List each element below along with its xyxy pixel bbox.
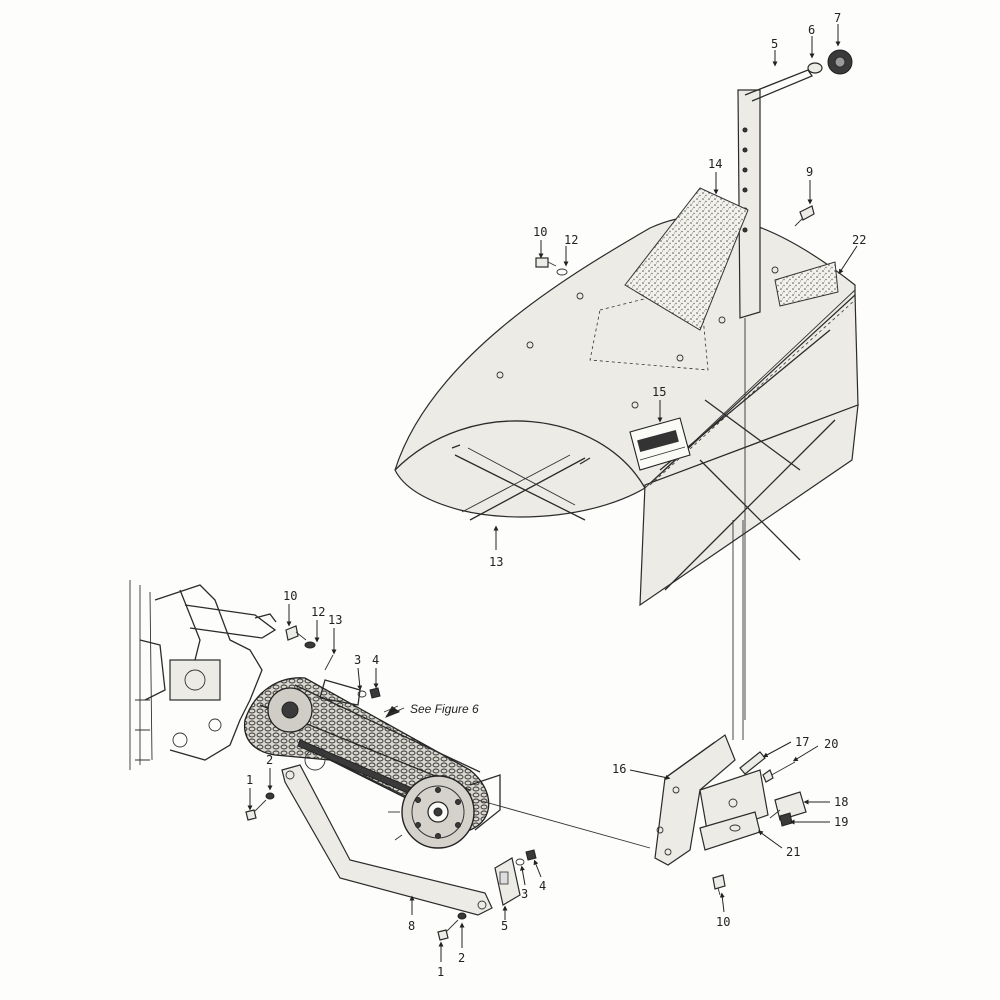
callout-10-bracket: 10 xyxy=(716,915,730,929)
see-figure-arrow xyxy=(383,705,405,718)
callout-5-top: 5 xyxy=(771,37,778,51)
callout-15: 15 xyxy=(652,385,666,399)
decal-label xyxy=(629,417,691,471)
callout-21: 21 xyxy=(786,845,800,859)
callout-13-case: 13 xyxy=(328,613,342,627)
lockwasher-left xyxy=(265,792,275,800)
tine-hub xyxy=(388,774,501,849)
rear-flap xyxy=(639,289,859,607)
decal-small xyxy=(774,261,839,307)
callout-20: 20 xyxy=(824,737,838,751)
callout-arrows xyxy=(247,24,858,962)
callout-22: 22 xyxy=(852,233,866,247)
callout-3-case: 3 xyxy=(354,653,361,667)
hitch-bracket xyxy=(654,734,736,866)
bolt-top xyxy=(535,257,557,268)
callout-2-bottom: 2 xyxy=(458,951,465,965)
engine-partial xyxy=(129,580,277,770)
hitch-spacer xyxy=(729,824,741,832)
hitch-plate xyxy=(699,769,769,851)
depth-bar xyxy=(732,69,813,740)
decal-warning xyxy=(624,187,749,331)
callout-12-top: 12 xyxy=(564,233,578,247)
see-figure-note: See Figure 6 xyxy=(410,702,479,716)
callout-1-left: 1 xyxy=(246,773,253,787)
bolt-bottom xyxy=(437,919,459,941)
callout-10-case: 10 xyxy=(283,589,297,603)
callout-13-shield: 13 xyxy=(489,555,503,569)
screw xyxy=(794,205,815,227)
bracket-bolt xyxy=(712,874,726,896)
washer-case-top xyxy=(304,641,316,649)
callout-3-bottom: 3 xyxy=(521,887,528,901)
callout-8: 8 xyxy=(408,919,415,933)
pin xyxy=(739,751,766,775)
callout-17: 17 xyxy=(795,735,809,749)
nut-lower xyxy=(525,849,537,861)
callout-14: 14 xyxy=(708,157,722,171)
callout-4-case: 4 xyxy=(372,653,379,667)
callout-4-bottom: 4 xyxy=(539,879,546,893)
callout-5-bottom: 5 xyxy=(501,919,508,933)
knob xyxy=(827,49,853,75)
bolt-case-top xyxy=(285,625,307,641)
callout-9: 9 xyxy=(806,165,813,179)
spacer xyxy=(807,62,823,74)
shield-pointer-case xyxy=(324,654,334,671)
hitch-nut xyxy=(779,812,793,827)
callout-12-case: 12 xyxy=(311,605,325,619)
washer-lower xyxy=(515,858,525,866)
shaft-alignment-line xyxy=(477,799,651,849)
bolt-left xyxy=(245,799,267,821)
callout-19: 19 xyxy=(834,815,848,829)
callout-18: 18 xyxy=(834,795,848,809)
callout-7: 7 xyxy=(834,11,841,25)
callout-16: 16 xyxy=(612,762,626,776)
callout-1-bottom: 1 xyxy=(437,965,444,979)
drag-bar xyxy=(281,764,493,916)
clip xyxy=(769,791,807,821)
washer-case-right xyxy=(357,690,367,698)
slide-bracket xyxy=(494,857,521,906)
callout-6: 6 xyxy=(808,23,815,37)
callout-2-left: 2 xyxy=(266,753,273,767)
hitch-bolt xyxy=(762,761,796,783)
lockwasher-bottom xyxy=(457,912,467,920)
callout-10-top: 10 xyxy=(533,225,547,239)
nut-case-right xyxy=(369,687,381,699)
lock-washer-top xyxy=(556,268,568,276)
